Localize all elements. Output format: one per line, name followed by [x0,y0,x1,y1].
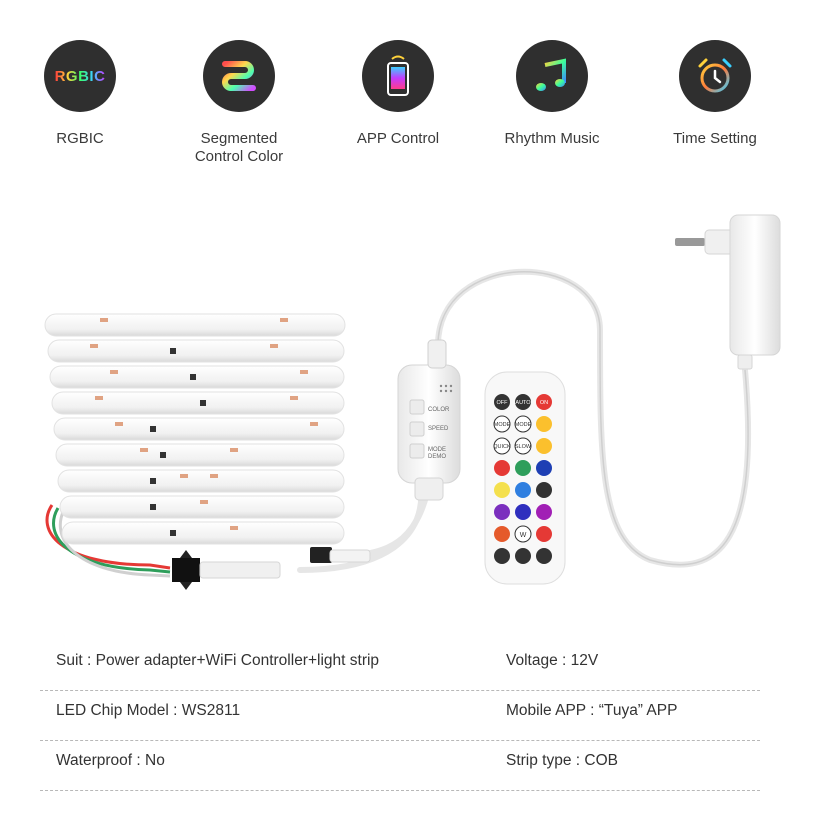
feature-label: APP Control [356,130,440,147]
music-note-icon [516,40,588,112]
feature-label: Time Setting [673,130,757,147]
feature-label: Rhythm Music [504,130,600,147]
rgbic-icon-text: RGBIC [54,67,106,85]
svg-text:QUICK: QUICK [493,444,511,450]
svg-text:OFF: OFF [497,400,509,406]
coiled-strip [44,313,346,545]
svg-text:ON: ON [540,400,548,406]
spec-suit: Suit : Power adapter+WiFi Controller+lig… [56,652,380,669]
feature-app-control: APP Control [323,40,473,148]
svg-text:AUTO: AUTO [515,400,531,406]
alarm-clock-icon [679,40,751,112]
feature-rhythm-music: Rhythm Music [477,40,627,148]
feature-time-setting: Time Setting [640,40,790,148]
power-adapter [675,214,781,370]
spec-chip-model: LED Chip Model : WS2811 [56,702,241,719]
feature-segmented: Segmented Control Color [164,40,314,166]
svg-text:MODE: MODE [428,447,446,453]
spec-row: Waterproof : No Strip type : COB [40,740,760,791]
wifi-controller: COLOR SPEED MODE DEMO [397,339,461,501]
rgbic-icon: RGBIC [44,40,116,112]
remote-control: OFF AUTO ON MODE MODE QUICK SLOW W [484,371,566,585]
product-illustration: COLOR SPEED MODE DEMO OFF AUTO ON MODE M… [0,210,824,630]
product-svg: COLOR SPEED MODE DEMO OFF AUTO ON MODE M… [44,214,781,590]
feature-label: Segmented Control Color [194,130,284,165]
svg-text:MODE: MODE [494,422,511,428]
spec-waterproof: Waterproof : No [56,752,165,769]
segment-icon [203,40,275,112]
phone-icon [362,40,434,112]
svg-text:DEMO: DEMO [428,454,446,460]
spec-voltage: Voltage : 12V [506,652,599,669]
feature-rgbic: RGBIC RGBIC [5,40,155,148]
svg-text:W: W [520,532,527,539]
spec-row: LED Chip Model : WS2811 Mobile APP : “Tu… [40,690,760,741]
svg-text:SPEED: SPEED [428,426,449,432]
strip-wires [45,504,171,578]
strip-connector [172,558,200,582]
spec-strip-type: Strip type : COB [506,752,618,769]
feature-row: RGBIC RGBIC Segmented Control Color [0,40,824,180]
svg-text:MODE: MODE [515,422,532,428]
spec-row: Suit : Power adapter+WiFi Controller+lig… [40,640,760,691]
spec-mobile-app: Mobile APP : “Tuya” APP [506,702,678,719]
svg-text:COLOR: COLOR [428,407,450,413]
svg-text:SLOW: SLOW [515,444,532,450]
feature-label: RGBIC [56,130,104,147]
